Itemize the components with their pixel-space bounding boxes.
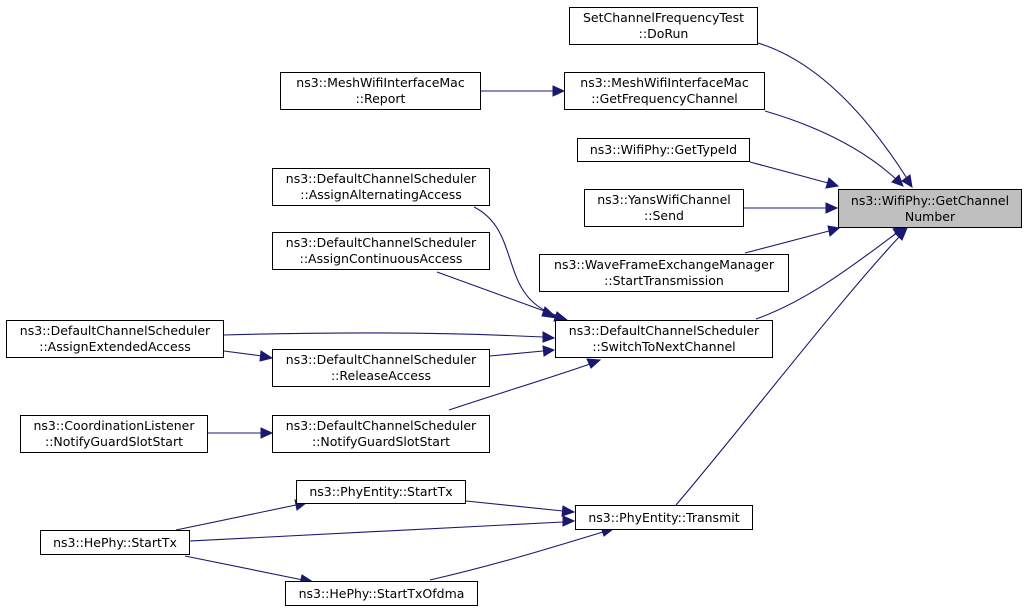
- node-label-line1: ns3::DefaultChannelScheduler: [285, 352, 477, 367]
- edge-arrowhead: [825, 202, 839, 214]
- node-phyentity-transmit[interactable]: ns3::PhyEntity::Transmit: [575, 505, 753, 530]
- node-label-line1: ns3::DefaultChannelScheduler: [285, 235, 477, 250]
- node-assign-extended-access[interactable]: ns3::DefaultChannelScheduler ::AssignExt…: [6, 320, 224, 358]
- node-label-line2: ::DoRun: [638, 26, 689, 41]
- edge-extended-to-switch: [223, 332, 544, 338]
- node-mesh-get-frequency-channel[interactable]: ns3::MeshWifiInterfaceMac ::GetFrequency…: [564, 72, 765, 110]
- node-mesh-report[interactable]: ns3::MeshWifiInterfaceMac ::Report: [280, 72, 481, 110]
- node-label-line2: ::Send: [644, 208, 684, 223]
- node-label-line1: ns3::HePhy::StartTx: [53, 534, 177, 550]
- node-label-line2: ::Report: [355, 91, 406, 106]
- edge-arrowhead: [542, 345, 556, 357]
- node-label-line1: ns3::YansWifiChannel: [597, 192, 731, 207]
- node-label-line1: ns3::WifiPhy::GetTypeId: [589, 142, 738, 157]
- node-label-line2: ::NotifyGuardSlotStart: [312, 434, 450, 449]
- node-label-line2: ::AssignAlternatingAccess: [300, 187, 462, 202]
- node-release-access[interactable]: ns3::DefaultChannelScheduler ::ReleaseAc…: [272, 349, 490, 387]
- node-label-line1: ns3::WifiPhy::GetChannel: [850, 192, 1010, 208]
- edge-wave-to-getchannel: [744, 230, 830, 254]
- edge-arrowhead: [901, 174, 913, 188]
- edge-extended-to-release: [223, 350, 263, 357]
- node-label-line2: ::SwitchToNextChannel: [592, 339, 736, 354]
- edge-arrowhead: [891, 174, 904, 187]
- node-label-line2: Number: [904, 208, 956, 224]
- edge-release-to-switch: [489, 350, 544, 357]
- edge-ofdma-to-transmit: [429, 531, 604, 581]
- edge-arrowhead: [260, 427, 274, 439]
- node-switch-to-next-channel[interactable]: ns3::DefaultChannelScheduler ::SwitchToN…: [555, 320, 773, 358]
- node-yans-send[interactable]: ns3::YansWifiChannel ::Send: [584, 189, 744, 227]
- node-label-line1: ns3::PhyEntity::Transmit: [588, 509, 740, 525]
- node-hephy-start-tx-ofdma[interactable]: ns3::HePhy::StartTxOfdma: [285, 581, 478, 606]
- node-wifiphy-get-typeid[interactable]: ns3::WifiPhy::GetTypeId: [577, 138, 750, 162]
- edge-arrowhead: [825, 177, 840, 189]
- node-label-line1: ns3::MeshWifiInterfaceMac: [580, 75, 749, 90]
- node-label-line1: ns3::MeshWifiInterfaceMac: [296, 75, 465, 90]
- node-label-line2: ::AssignContinuousAccess: [299, 251, 463, 266]
- edge-alternating-to-switch: [473, 206, 549, 313]
- edge-continuous-to-switch: [436, 271, 559, 317]
- edge-switch-to-getchannel: [755, 231, 899, 320]
- edge-starttx-to-transmit: [465, 500, 564, 512]
- node-label-line1: ns3::WaveFrameExchangeManager: [554, 257, 774, 272]
- edge-arrowhead: [586, 358, 602, 369]
- node-hephy-start-tx[interactable]: ns3::HePhy::StartTx: [40, 530, 190, 555]
- edge-hephy-to-transmit: [189, 521, 564, 542]
- node-coordination-notify-guard-slot-start[interactable]: ns3::CoordinationListener ::NotifyGuardS…: [20, 415, 208, 453]
- edge-settest-to-getchannel: [757, 42, 909, 181]
- edge-hephy-to-ofdma: [184, 555, 304, 581]
- edge-arrowhead: [552, 85, 566, 97]
- edge-arrowhead: [894, 227, 908, 241]
- node-wave-start-transmission[interactable]: ns3::WaveFrameExchangeManager ::StartTra…: [539, 254, 789, 292]
- edge-getfreq-to-getchannel: [764, 110, 898, 181]
- node-label-line1: ns3::CoordinationListener: [33, 418, 195, 433]
- edge-hephy-to-phystarttx: [175, 504, 297, 531]
- node-label-line1: ns3::HePhy::StartTxOfdma: [298, 585, 465, 601]
- node-label-line2: ::NotifyGuardSlotStart: [45, 434, 183, 449]
- node-label-line1: ns3::DefaultChannelScheduler: [19, 323, 211, 338]
- node-phyentity-start-tx[interactable]: ns3::PhyEntity::StartTx: [296, 480, 466, 504]
- node-label-line1: SetChannelFrequencyTest: [582, 10, 745, 25]
- node-label-line2: ::GetFrequencyChannel: [591, 91, 738, 106]
- edge-schednotify-to-switch: [448, 363, 591, 411]
- node-label-line1: ns3::DefaultChannelScheduler: [285, 418, 477, 433]
- edge-arrowhead: [259, 350, 274, 362]
- edge-arrowhead: [827, 225, 841, 237]
- node-label-line1: ns3::PhyEntity::StartTx: [309, 484, 453, 499]
- node-label-line2: ::AssignExtendedAccess: [39, 339, 191, 354]
- node-get-channel-number[interactable]: ns3::WifiPhy::GetChannel Number: [838, 189, 1022, 228]
- node-scheduler-notify-guard-slot-start[interactable]: ns3::DefaultChannelScheduler ::NotifyGua…: [272, 415, 490, 453]
- edge-arrowhead: [542, 331, 556, 343]
- node-label-line1: ns3::DefaultChannelScheduler: [285, 171, 477, 186]
- node-label-line1: ns3::DefaultChannelScheduler: [568, 323, 760, 338]
- node-assign-alternating-access[interactable]: ns3::DefaultChannelScheduler ::AssignAlt…: [272, 168, 490, 206]
- edge-transmit-to-getchannel: [675, 235, 901, 506]
- node-set-channel-frequency-test[interactable]: SetChannelFrequencyTest ::DoRun: [569, 7, 758, 45]
- node-assign-continuous-access[interactable]: ns3::DefaultChannelScheduler ::AssignCon…: [272, 232, 490, 270]
- node-label-line2: ::StartTransmission: [604, 273, 724, 288]
- edge-arrowhead: [562, 515, 576, 527]
- node-label-line2: ::ReleaseAccess: [330, 368, 432, 383]
- edge-typeid-to-getchannel: [749, 161, 829, 184]
- edge-arrowhead: [561, 505, 576, 517]
